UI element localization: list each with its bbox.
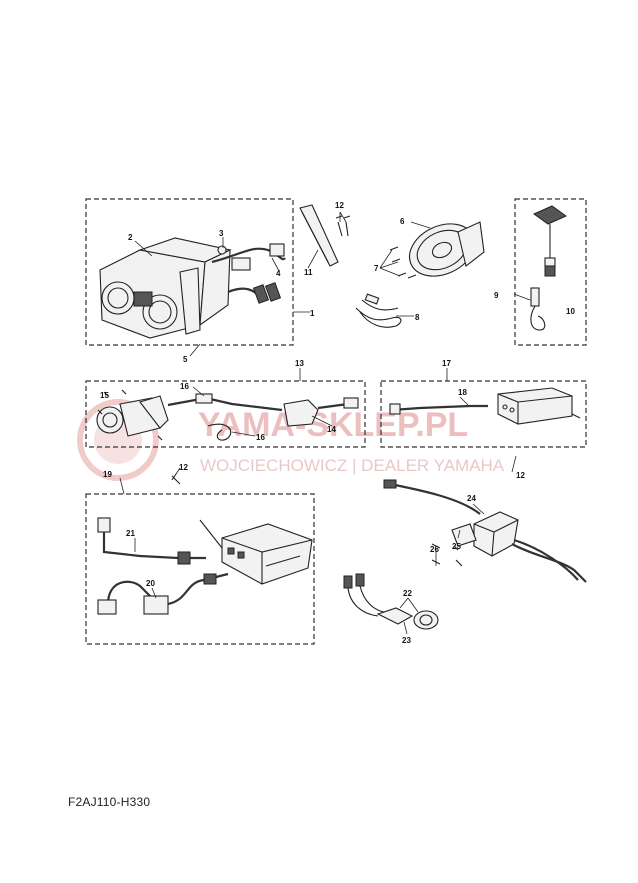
callout-13: 13 <box>295 359 304 368</box>
callout-17: 17 <box>442 359 451 368</box>
module-24 <box>383 479 587 583</box>
callout-3: 3 <box>219 229 224 238</box>
speaker-assembly <box>389 221 485 279</box>
callout-7: 7 <box>374 264 379 273</box>
callout-25: 25 <box>452 542 461 551</box>
audio-head-unit <box>99 237 232 339</box>
callout-numbers: 1 2 3 4 5 6 7 8 9 10 11 12 12 12 13 14 1… <box>100 201 575 645</box>
callout-23: 23 <box>402 636 411 645</box>
callout-12-top: 12 <box>335 201 344 210</box>
remote-assembly-13 <box>96 389 359 441</box>
diagram-code: F2AJ110-H330 <box>68 795 151 809</box>
callout-1: 1 <box>310 309 315 318</box>
screw-12-mid <box>171 473 181 485</box>
callout-10: 10 <box>566 307 575 316</box>
callout-20: 20 <box>146 579 155 588</box>
group-box-17 <box>380 380 587 448</box>
group-box-9 <box>514 198 587 346</box>
callout-5: 5 <box>183 355 188 364</box>
callout-9: 9 <box>494 291 499 300</box>
cable-8 <box>355 293 402 328</box>
callout-16-top: 16 <box>180 382 189 391</box>
leader-lines <box>119 211 531 635</box>
bracket-11 <box>299 204 351 267</box>
callout-12-right: 12 <box>516 471 525 480</box>
harness-20 <box>97 572 229 615</box>
callout-11: 11 <box>304 268 313 277</box>
watermark-dealer: WOJCIECHOWICZ | DEALER YAMAHA <box>200 456 505 475</box>
group-box-1 <box>85 198 294 346</box>
callout-12-mid: 12 <box>179 463 188 472</box>
connector-22-23 <box>343 573 439 630</box>
callout-2: 2 <box>128 233 133 242</box>
callout-6: 6 <box>400 217 405 226</box>
watermark-brand: YAMA-SKLEP.PL <box>198 406 468 444</box>
module-17 <box>389 387 581 425</box>
callout-24: 24 <box>467 494 476 503</box>
wire-harness-4 <box>211 243 286 304</box>
callout-21: 21 <box>126 529 135 538</box>
callout-8: 8 <box>415 313 420 322</box>
callout-16-bottom: 16 <box>256 433 265 442</box>
callout-22: 22 <box>403 589 412 598</box>
group-box-13 <box>85 380 366 448</box>
harness-21 <box>97 517 223 565</box>
callout-14: 14 <box>327 425 336 434</box>
callout-15: 15 <box>100 391 109 400</box>
callout-26: 26 <box>430 545 439 554</box>
callout-19: 19 <box>103 470 112 479</box>
antenna-assembly <box>530 205 568 331</box>
callout-4: 4 <box>276 269 281 278</box>
callout-18: 18 <box>458 388 467 397</box>
amplifier-19 <box>221 523 313 585</box>
group-box-19 <box>85 493 315 645</box>
